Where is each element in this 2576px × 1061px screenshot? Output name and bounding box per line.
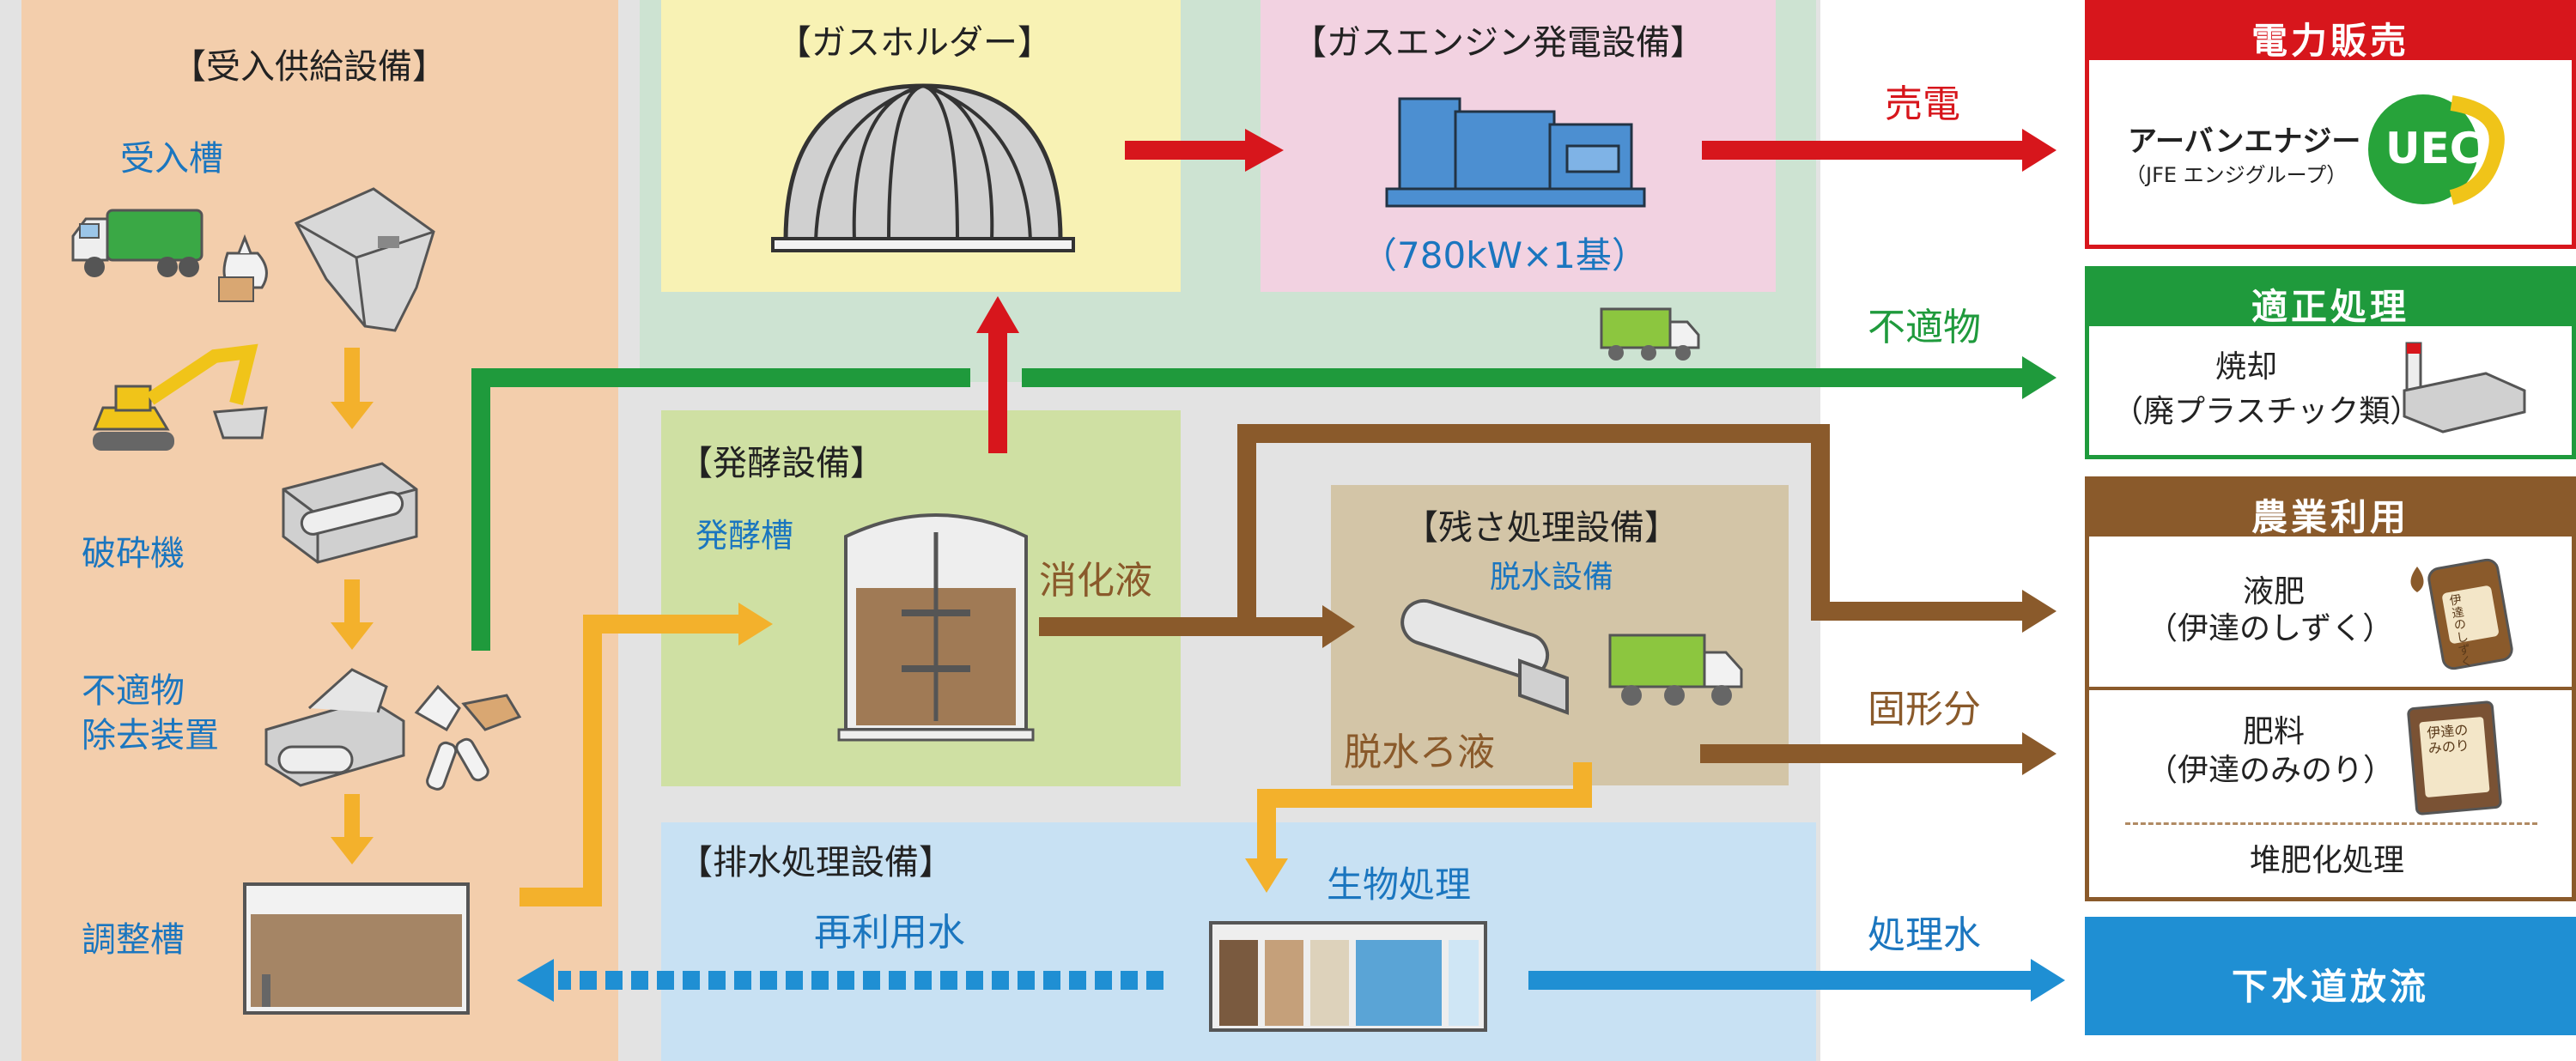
adjustment-tank-icon — [243, 882, 470, 1015]
unsuitable-truck-icon — [1600, 307, 1700, 361]
sewer-discharge-text: 下水道放流 — [2231, 966, 2429, 1008]
liquid-fertilizer-name: （伊達のしずく） — [2147, 611, 2394, 646]
waste-debris-icon — [414, 684, 522, 791]
reuse-water-label: 再利用水 — [814, 911, 965, 955]
gas-engine-title: 【ガスエンジン発電設備】 — [1292, 23, 1704, 63]
removal-device-icon — [264, 668, 405, 787]
uec-logo-text: UEC — [2385, 124, 2482, 173]
incinerator-icon — [2403, 342, 2526, 433]
digestate-label: 消化液 — [1039, 559, 1152, 603]
solids-label: 固形分 — [1868, 688, 1981, 731]
unsuitable-label: 不適物 — [82, 671, 185, 711]
fermentation-title: 【発酵設備】 — [678, 444, 884, 483]
gas-holder-title: 【ガスホルダー】 — [777, 23, 1052, 63]
fertilizer-label: 肥料 — [2243, 714, 2306, 749]
residue-truck-icon — [1608, 634, 1743, 706]
crusher-label: 破砕機 — [82, 534, 185, 573]
power-sales-header-text: 電力販売 — [2251, 20, 2409, 62]
garbage-truck-icon — [71, 209, 204, 277]
uec-logo — [2368, 94, 2478, 204]
treated-water-label: 処理水 — [1868, 913, 1981, 957]
compost-dashed-divider — [2125, 822, 2537, 825]
biological-treatment-icon — [1209, 921, 1487, 1032]
removal-device-label: 除去装置 — [82, 716, 219, 755]
adjust-tank-label: 調整槽 — [82, 920, 185, 960]
receiving-tank-label: 受入槽 — [120, 139, 223, 179]
sell-power-label: 売電 — [1885, 82, 1960, 126]
engine-capacity: （780kW×1基） — [1361, 234, 1648, 276]
fertilizer-name: （伊達のみのり） — [2147, 753, 2395, 788]
fermentation-tank-label: 発酵槽 — [696, 517, 794, 555]
waste-plastic-label: （廃プラスチック類） — [2112, 394, 2421, 429]
uec-logo-swoosh-icon — [2449, 95, 2505, 205]
incineration-label: 焼却 — [2215, 349, 2278, 385]
hopper-icon — [294, 187, 435, 332]
orange-arrow-filtrate — [1257, 762, 1592, 858]
orange-arrow-adjust-ferment — [519, 615, 738, 906]
compost-label: 堆肥化処理 — [2250, 843, 2405, 878]
green-arrow-unsuitable — [471, 368, 970, 651]
brown-arrow-liquid-fert — [1237, 424, 2022, 627]
leaf-drop-icon — [2410, 567, 2424, 592]
crusher-icon — [282, 462, 418, 564]
generator-icon — [1385, 97, 1646, 208]
trash-bag-icon — [218, 233, 268, 302]
proper-disposal-header-text: 適正処理 — [2251, 286, 2409, 328]
gas-holder-icon — [771, 83, 1075, 252]
residue-title: 【残さ処理設備】 — [1404, 508, 1679, 548]
proper-disposal-header — [2085, 266, 2576, 326]
power-sales-header — [2085, 0, 2576, 60]
agriculture-header — [2085, 476, 2576, 537]
receiving-title: 【受入供給設備】 — [172, 47, 447, 87]
wastewater-title: 【排水処理設備】 — [678, 843, 953, 882]
filtrate-label: 脱水ろ液 — [1344, 731, 1495, 774]
liquid-fertilizer-label: 液肥 — [2243, 574, 2306, 609]
fermentation-tank-icon — [837, 513, 1035, 742]
agriculture-header-text: 農業利用 — [2251, 496, 2409, 538]
fertilizer-bag-icon: 伊達のみのり — [2406, 700, 2503, 816]
dewatering-machine-icon — [1400, 598, 1569, 715]
dewatering-label: 脱水設備 — [1490, 560, 1614, 595]
biological-treatment-label: 生物処理 — [1327, 864, 1472, 906]
agriculture-divider — [2089, 687, 2572, 690]
company-name: アーバンエナジー — [2128, 124, 2361, 159]
company-group: （JFE エンジグループ） — [2125, 163, 2348, 187]
sewer-discharge-box — [2085, 917, 2576, 1035]
bag-label: 伊達のみのり — [2426, 721, 2470, 757]
excavator-icon — [92, 343, 268, 451]
unsuitable-flow-label: 不適物 — [1868, 306, 1981, 349]
